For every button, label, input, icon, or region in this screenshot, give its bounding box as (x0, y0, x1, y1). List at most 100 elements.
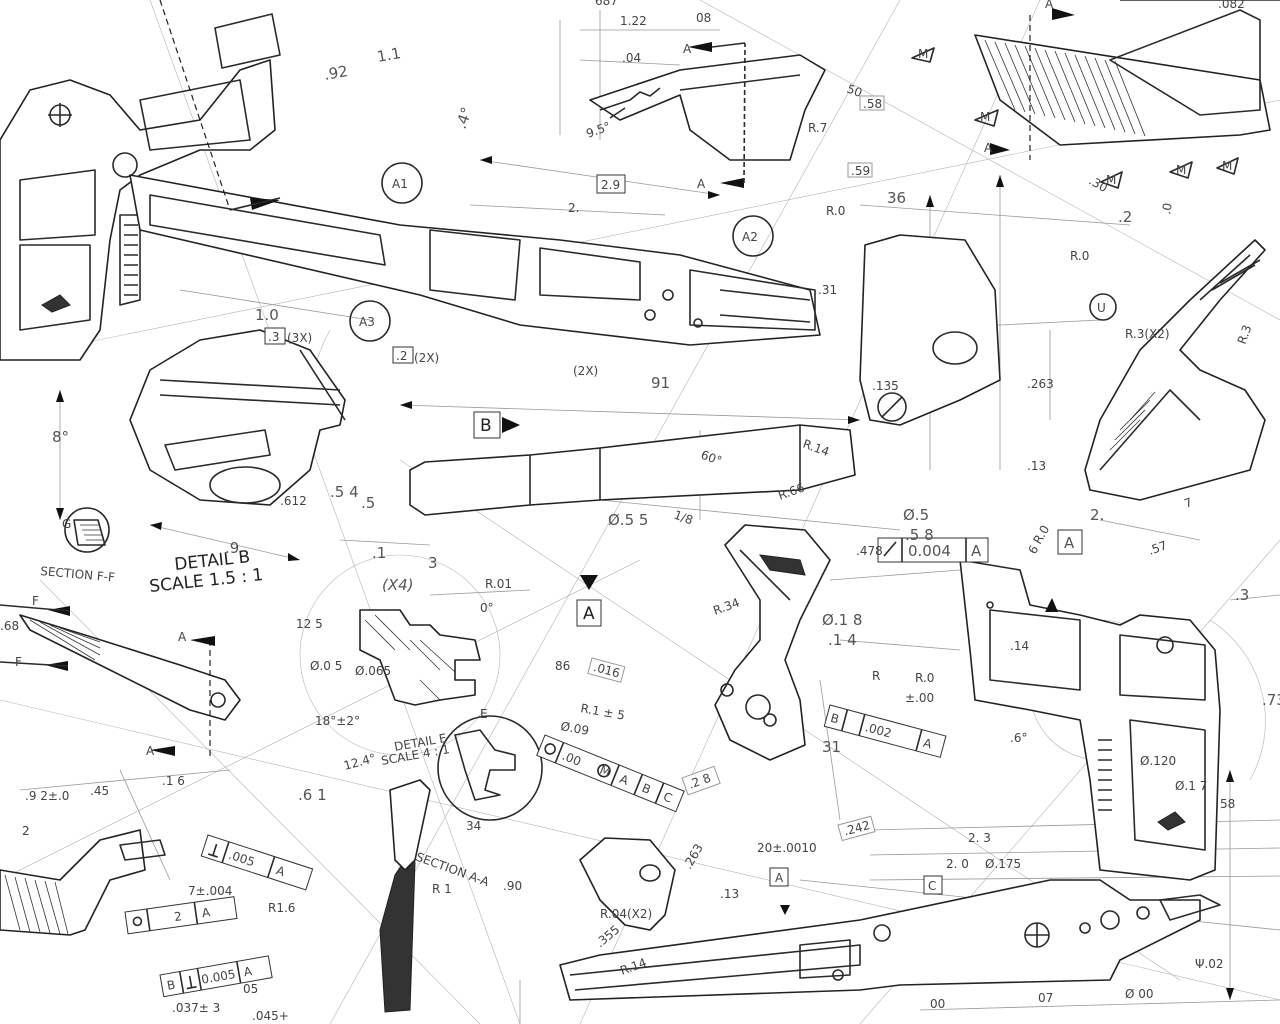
svg-text:2. 0: 2. 0 (946, 857, 969, 871)
threaded-part (0, 829, 166, 936)
svg-text:A: A (146, 744, 155, 758)
svg-text:.242: .242 (842, 818, 871, 838)
svg-text:A: A (971, 542, 982, 560)
svg-text:M: M (980, 110, 990, 124)
svg-text:.2: .2 (396, 349, 407, 363)
svg-text:.5 8: .5 8 (905, 526, 934, 544)
svg-text:20±.0010: 20±.0010 (757, 841, 817, 855)
small-hook-part (579, 837, 676, 931)
svg-text:3: 3 (428, 554, 438, 572)
datum-b-box (473, 411, 501, 439)
hook-part (1084, 239, 1266, 501)
svg-text:G: G (62, 517, 71, 531)
barrel-part (409, 424, 856, 516)
logo-icon (41, 294, 71, 313)
svg-text:A: A (697, 177, 706, 191)
svg-text:.082: .082 (1218, 0, 1245, 11)
svg-text:9.5°: 9.5° (584, 119, 612, 141)
svg-text:M: M (1106, 173, 1116, 187)
svg-text:.31: .31 (818, 283, 837, 297)
svg-text:.1: .1 (372, 544, 386, 562)
section-ff-lever (0, 604, 241, 760)
svg-text:.002: .002 (864, 720, 893, 740)
claw-part (589, 42, 826, 188)
svg-text:60°: 60° (699, 448, 724, 468)
svg-text:.263: .263 (680, 841, 705, 871)
svg-text:31: 31 (822, 738, 841, 756)
svg-text:U: U (1097, 301, 1106, 315)
rail-part (559, 879, 1221, 1001)
svg-text:0.005: 0.005 (200, 967, 236, 987)
svg-text:.14: .14 (1010, 639, 1029, 653)
svg-text:1/8: 1/8 (672, 508, 695, 528)
svg-text:.9: .9 (225, 539, 239, 557)
svg-text:F: F (15, 655, 22, 669)
wedge-part (859, 234, 1001, 426)
svg-text:7±.004: 7±.004 (188, 884, 232, 898)
svg-text:R.0: R.0 (826, 204, 845, 218)
svg-text:.58: .58 (863, 97, 882, 111)
svg-text:M: M (918, 47, 928, 61)
svg-text:R.0: R.0 (915, 671, 934, 685)
svg-text:.57: .57 (1146, 538, 1169, 558)
svg-text:.04: .04 (622, 51, 641, 65)
svg-text:91: 91 (651, 374, 670, 392)
svg-text:.4°: .4° (452, 105, 476, 132)
svg-text:86: 86 (555, 659, 570, 673)
svg-text:.9 2±.0: .9 2±.0 (25, 789, 69, 803)
svg-text:C: C (928, 879, 936, 893)
svg-text:A: A (1064, 534, 1075, 552)
svg-text:A: A (243, 964, 254, 979)
svg-text:R.3(X2): R.3(X2) (1125, 327, 1170, 341)
svg-text:R.0: R.0 (1030, 523, 1052, 547)
svg-text:.612: .612 (280, 494, 307, 508)
svg-text:07: 07 (1038, 991, 1053, 1005)
svg-text:A: A (1045, 0, 1054, 11)
trigger-part (714, 524, 831, 761)
svg-text:.68: .68 (0, 619, 19, 633)
svg-text:R.3: R.3 (1235, 323, 1255, 346)
svg-text:8°: 8° (52, 428, 69, 446)
svg-text:36: 36 (887, 189, 906, 207)
svg-text:.0: .0 (1159, 202, 1175, 216)
svg-text:12.4°: 12.4° (342, 751, 377, 773)
svg-text:Ø.175: Ø.175 (985, 857, 1021, 871)
svg-text:.135: .135 (872, 379, 899, 393)
svg-text:A: A (683, 42, 692, 56)
grip-stock-part (0, 0, 821, 361)
svg-text:±.00: ±.00 (905, 691, 934, 705)
svg-text:0°: 0° (480, 601, 494, 615)
svg-text:1.1: 1.1 (376, 44, 403, 66)
svg-text:.355: .355 (593, 922, 622, 950)
svg-text:Ø.1 8: Ø.1 8 (822, 611, 862, 629)
svg-text:.00: .00 (560, 749, 583, 769)
serrated-part (974, 0, 1280, 160)
svg-text:M: M (1222, 159, 1232, 173)
svg-text:SECTION F-F: SECTION F-F (40, 564, 116, 584)
svg-text:.59: .59 (851, 164, 870, 178)
svg-text:Ø.0 5: Ø.0 5 (310, 659, 342, 673)
svg-text:R1.6: R1.6 (268, 901, 295, 915)
svg-text:R.0: R.0 (1070, 249, 1089, 263)
basic-dimension-boxes: 2.9 .3 (2X) .2 .58 .59 .016 .2 8 .242 (264, 95, 885, 842)
svg-text:F: F (32, 594, 39, 608)
svg-text:.2: .2 (1118, 208, 1132, 226)
svg-text:R.34: R.34 (711, 595, 741, 617)
svg-text:R: R (872, 669, 880, 683)
svg-text:A2: A2 (742, 230, 758, 244)
svg-text:2.9: 2.9 (601, 178, 620, 192)
svg-text:05: 05 (243, 982, 258, 996)
svg-text:.6 1: .6 1 (298, 786, 327, 804)
svg-text:.037± 3: .037± 3 (172, 1001, 220, 1015)
detail-b-part (129, 329, 346, 506)
svg-text:.1 4: .1 4 (828, 631, 857, 649)
datum-labels: B A A A C A1 A2 A3 G U E F F A A A A A A (15, 0, 1239, 915)
svg-text:2.: 2. (568, 201, 579, 215)
svg-text:(2X): (2X) (414, 351, 439, 365)
svg-text:1.0: 1.0 (255, 306, 279, 324)
svg-text:7: 7 (1182, 495, 1194, 511)
svg-text:R 1: R 1 (432, 882, 452, 896)
svg-text:12 5: 12 5 (296, 617, 323, 631)
